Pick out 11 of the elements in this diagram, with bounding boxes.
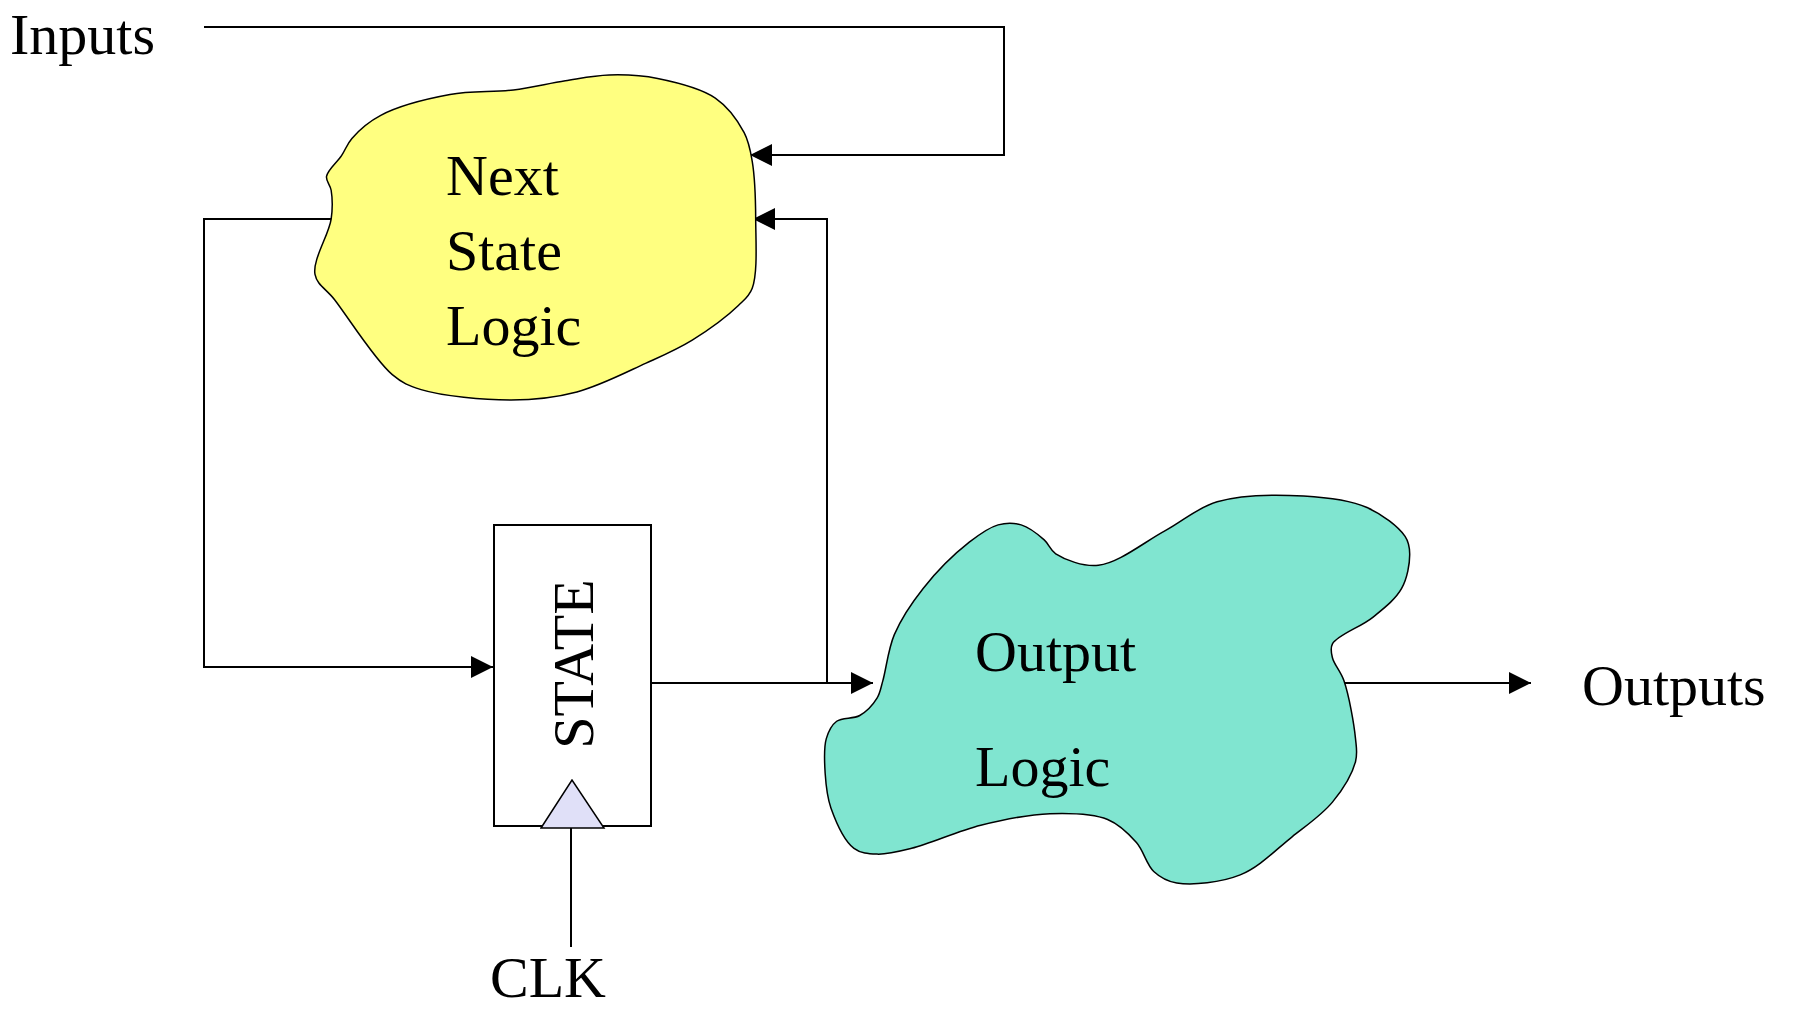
- arrow: [203, 26, 1005, 166]
- block-label: STATE: [545, 579, 603, 749]
- block-label: Next State Logic: [446, 142, 583, 360]
- signal-label: Inputs: [10, 6, 156, 64]
- signal-label: Outputs: [1582, 657, 1767, 715]
- block-label: Output Logic: [975, 618, 1138, 801]
- signal-label: CLK: [490, 949, 607, 1007]
- output-logic-cloud: [824, 496, 1412, 883]
- arrow: [203, 218, 494, 678]
- state-register-box: [493, 524, 652, 827]
- next-state-logic-cloud: [315, 75, 758, 400]
